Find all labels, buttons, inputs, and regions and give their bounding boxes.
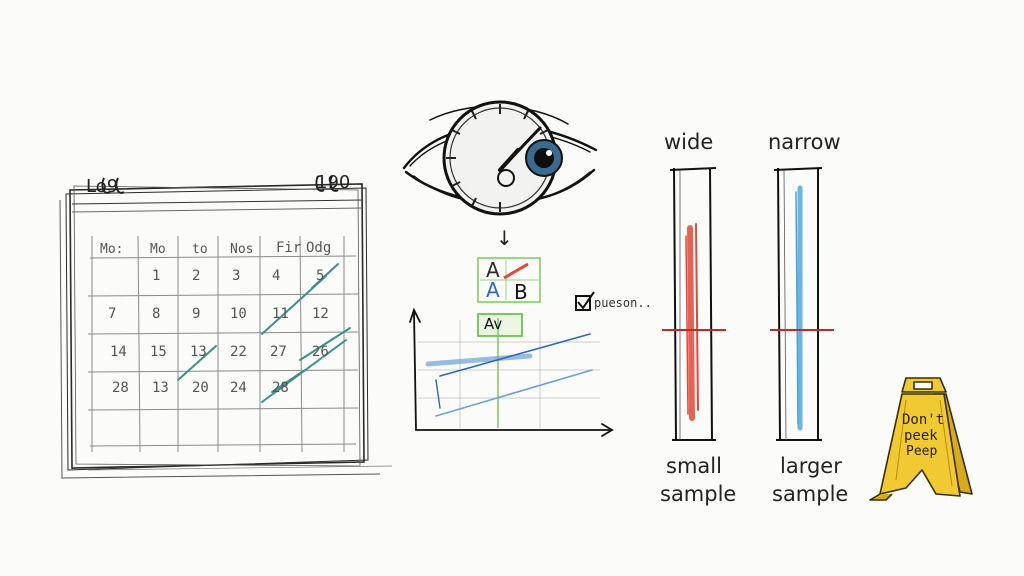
calendar-header-right: 190 [316, 172, 351, 193]
calendar-day: 4 [272, 268, 281, 284]
calendar-header-left: Lo9 [86, 176, 119, 197]
sign-text-line2: peek [904, 428, 938, 444]
calendar-day: 11 [272, 306, 289, 322]
card-letter-b: B [514, 280, 528, 304]
sign-text-line1: Don't [902, 412, 945, 428]
calendar-day: 7 [108, 306, 117, 322]
calendar-day: 9 [192, 306, 201, 322]
down-arrow-icon: ↓ [496, 226, 513, 250]
calendar-day: 24 [230, 380, 247, 396]
card-letter-a: A [486, 258, 500, 282]
card-av-label: Av [484, 315, 503, 333]
interval-right-footer-2: sample [772, 482, 849, 506]
weekday-label: Mo [150, 242, 166, 257]
interval-left-footer-1: small [666, 454, 722, 478]
calendar-day: 8 [152, 306, 161, 322]
calendar-day: 1 [152, 268, 161, 284]
card-letter-a-blue: A [486, 278, 500, 302]
interval-right-footer-1: larger [780, 454, 842, 478]
interval-left-footer-2: sample [660, 482, 737, 506]
calendar-day: 26 [312, 344, 329, 360]
calendar-day: 20 [192, 380, 209, 396]
interval-left-header: wide [664, 130, 714, 154]
calendar-day: 28 [112, 380, 129, 396]
calendar-day: 3 [232, 268, 241, 284]
calendar-day: 2 [192, 268, 201, 284]
calendar-day: 5 [316, 268, 325, 284]
checkbox-icon [575, 295, 591, 311]
weekday-label: Odg [306, 240, 332, 256]
interval-right-header: narrow [768, 130, 841, 154]
weekday-label: Mo: [100, 242, 124, 257]
calendar-day: 15 [150, 344, 167, 360]
av-card [477, 313, 523, 337]
calendar-day: 13 [190, 344, 207, 360]
weekday-label: Nos [230, 242, 254, 257]
calendar-day: 10 [230, 306, 247, 322]
calendar-day: 13 [152, 380, 169, 396]
calendar-day: 27 [270, 344, 287, 360]
sign-text-line3: Peep [906, 444, 938, 459]
weekday-label: Fir [276, 240, 302, 256]
calendar-day: 12 [312, 306, 329, 322]
weekday-label: to [192, 242, 208, 257]
checkbox-note: pueson.. [594, 296, 652, 310]
calendar-day: 14 [110, 344, 127, 360]
calendar-day: 28 [272, 380, 289, 396]
calendar-day: 22 [230, 344, 247, 360]
